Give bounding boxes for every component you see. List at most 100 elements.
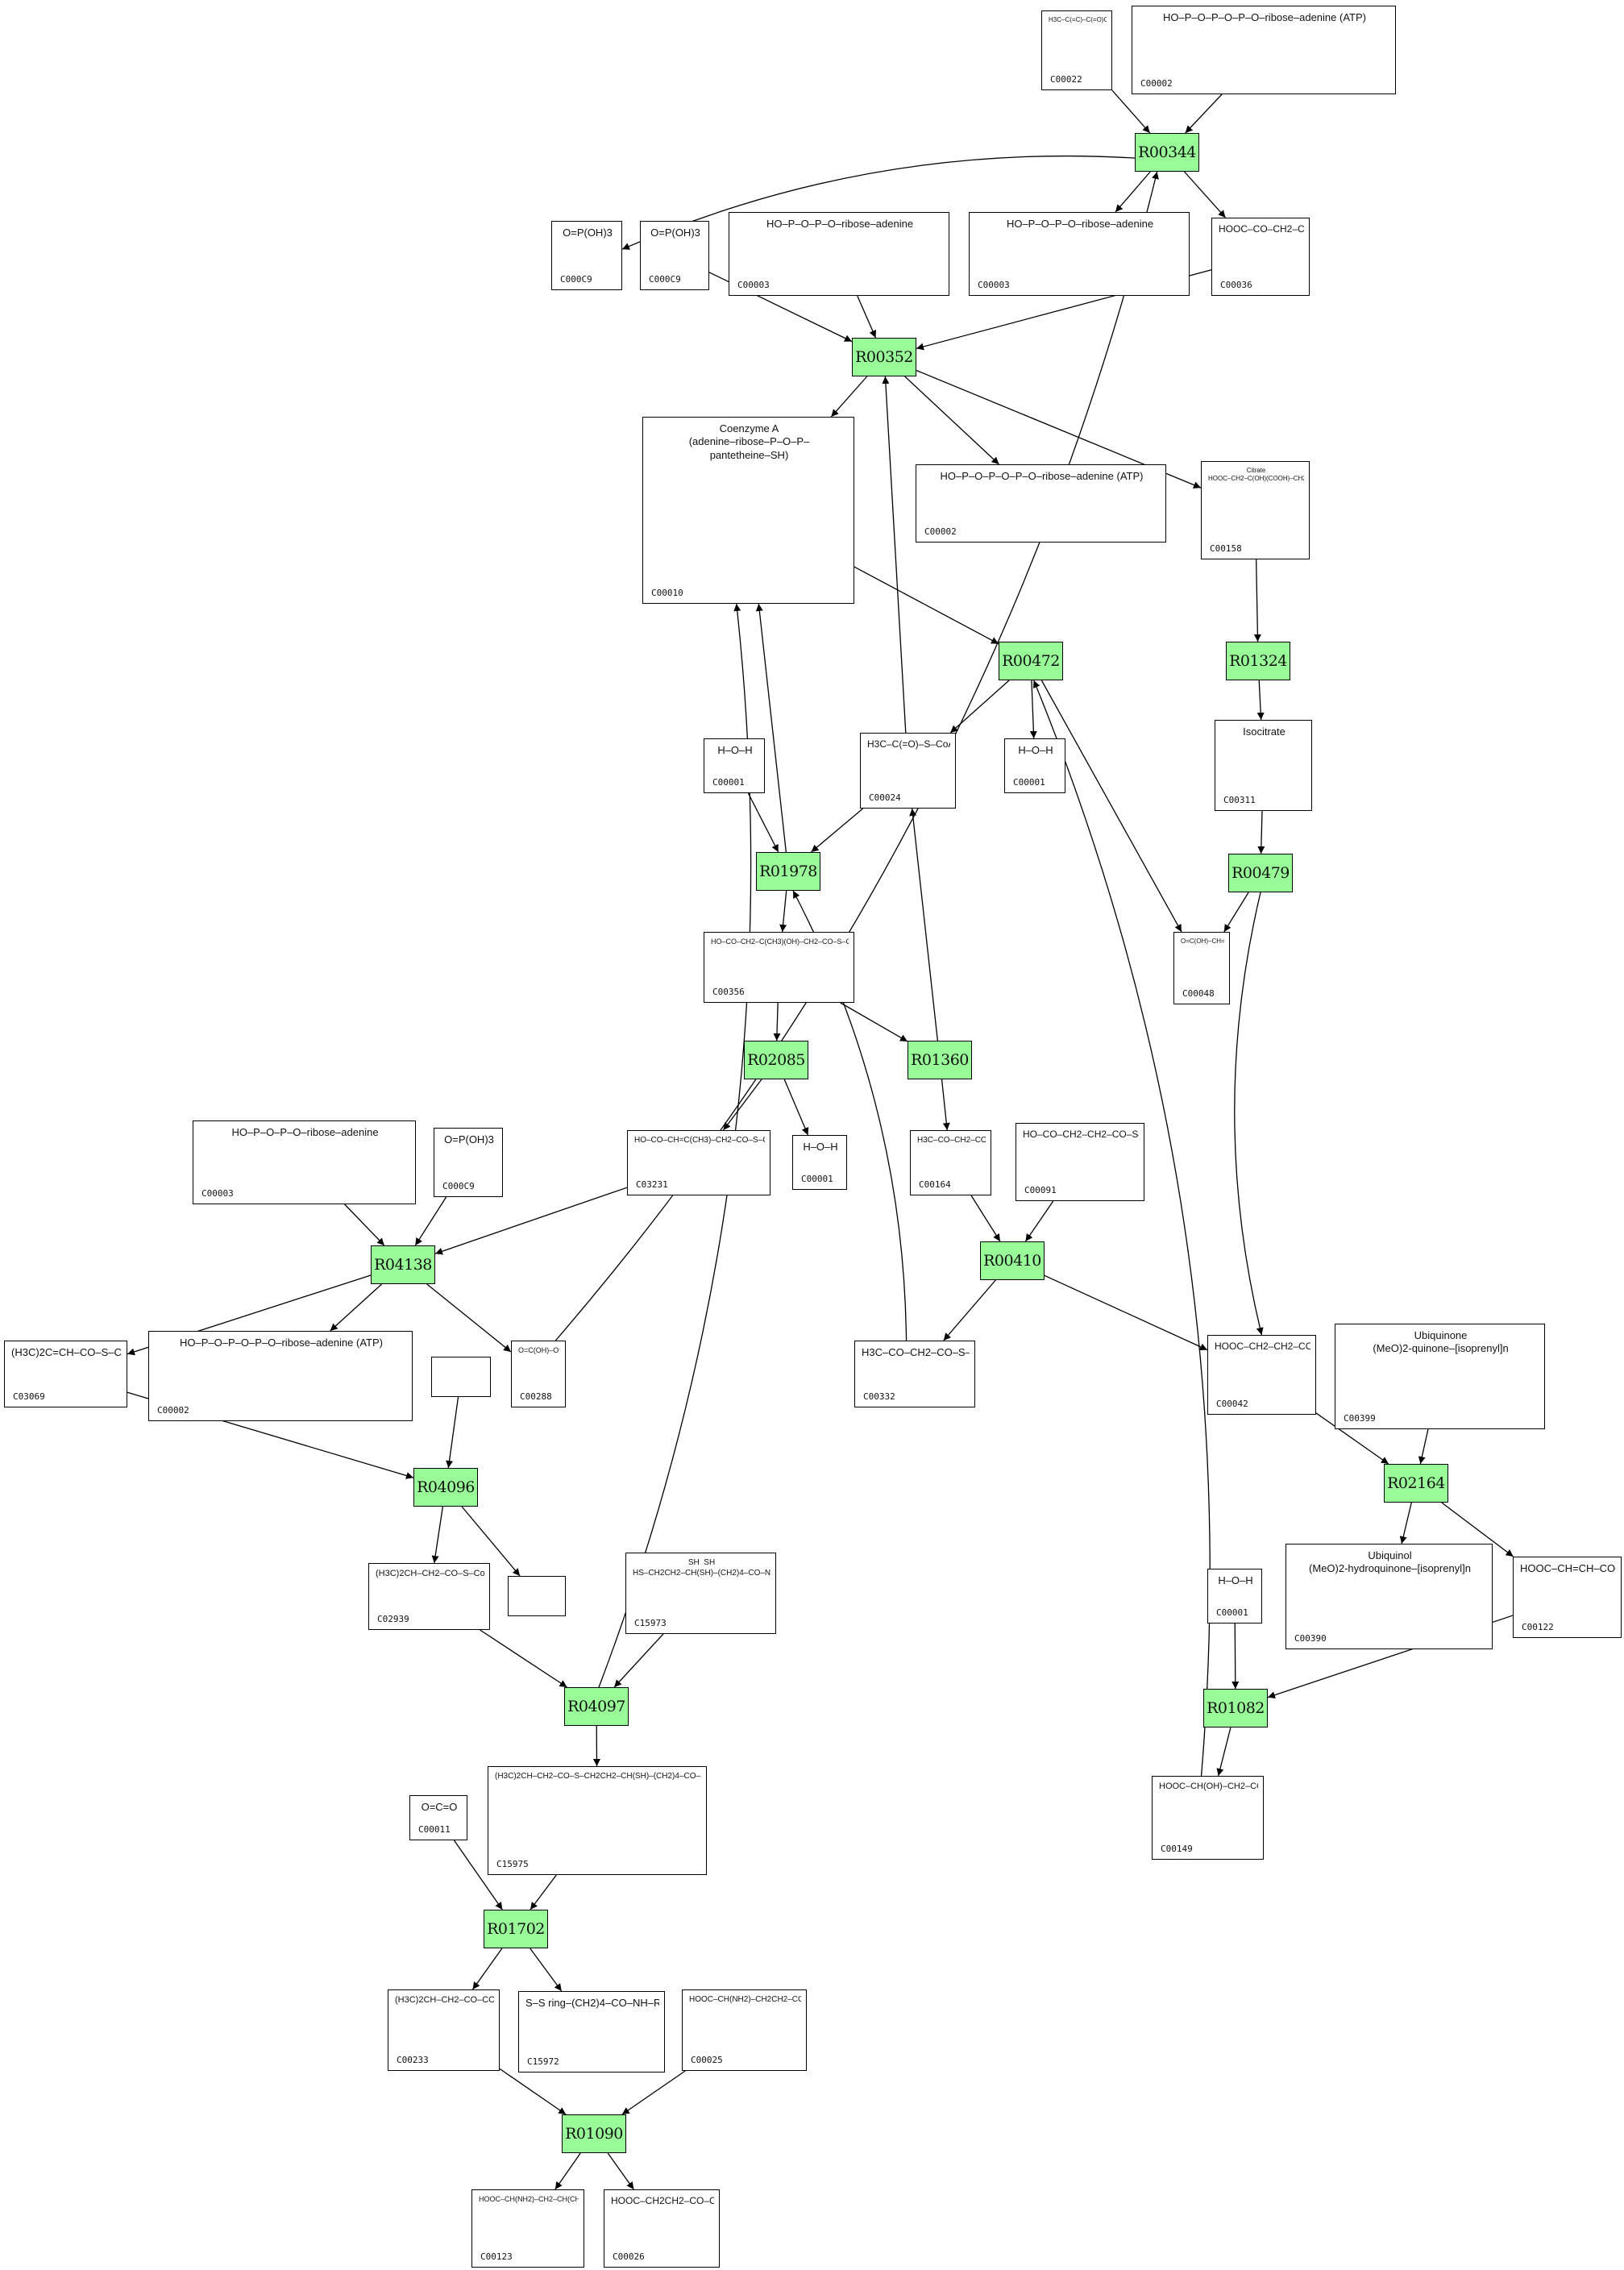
compound-id: C000C9 — [649, 274, 681, 285]
structure-depiction: H–O–H — [1218, 1574, 1253, 1586]
compound-c00002[interactable]: HO–P–O–P–O–P–O–ribose–adenine (ATP)C0000… — [916, 464, 1166, 543]
compound-c00164[interactable]: H3C–CO–CH2–COOHC00164 — [910, 1130, 991, 1195]
structure-depiction: HOOC–CH(OH)–CH2–COOH — [1159, 1781, 1258, 1791]
reaction-r01978[interactable]: R01978 — [756, 852, 820, 891]
compound-id: C03069 — [13, 1391, 45, 1402]
reaction-label: R04096 — [417, 1478, 475, 1496]
reaction-r04097[interactable]: R04097 — [564, 1687, 629, 1726]
edge-c00356-to-r02085 — [773, 1002, 781, 1041]
structure-depiction: HOOC–CH2CH2–CO–COOH — [611, 2195, 714, 2206]
edge-c00233-to-r01090 — [499, 2068, 567, 2115]
compound-id: C00001 — [712, 777, 745, 788]
compound-c00025[interactable]: HOOC–CH(NH2)–CH2CH2–COOHC00025 — [682, 1989, 807, 2071]
compound-c00149[interactable]: HOOC–CH(OH)–CH2–COOHC00149 — [1152, 1776, 1264, 1860]
reaction-r01090[interactable]: R01090 — [562, 2114, 626, 2153]
reaction-r00472[interactable]: R00472 — [999, 642, 1063, 680]
structure-depiction: H–O–H — [717, 744, 753, 756]
structure-depiction: H3C–C(=C)–C(=O)OH — [1049, 16, 1107, 23]
compound-id: C00158 — [1210, 543, 1242, 554]
reaction-r02164[interactable]: R02164 — [1384, 1464, 1448, 1503]
reaction-label: R00479 — [1231, 864, 1290, 882]
reaction-r01324[interactable]: R01324 — [1226, 642, 1290, 680]
structure-depiction: Isocitrate — [1243, 725, 1285, 738]
compound-c00036[interactable]: HOOC–CO–CH2–COOHC00036 — [1211, 218, 1310, 296]
compound-c00233[interactable]: (H3C)2CH–CH2–CO–COOHC00233 — [388, 1989, 500, 2071]
compound-id: C00164 — [919, 1179, 951, 1190]
edge-r00344-to-c00003b — [1115, 171, 1151, 213]
structure-depiction: O=C=O — [421, 1801, 458, 1813]
compound-c00122[interactable]: HOOC–CH=CH–COOHC00122 — [1513, 1557, 1622, 1638]
structure-depiction: Coenzyme A (adenine–ribose–P–O–P– pantet… — [688, 422, 810, 461]
compound-c00158[interactable]: Citrate HOOC–CH2–C(OH)(COOH)–CH2–COOH C00… — [1201, 461, 1310, 559]
compound-c03069[interactable]: (H3C)2C=CH–CO–S–CoAC03069 — [4, 1341, 127, 1407]
reaction-r00352[interactable]: R00352 — [852, 338, 916, 376]
compound-id: C02939 — [377, 1614, 409, 1624]
structure-depiction: O=C(OH)–O⁻ — [518, 1346, 560, 1354]
compound-c15973[interactable]: SH SH HS–CH2CH2–CH(SH)–(CH2)4–CO–NH–RC15… — [625, 1553, 776, 1634]
compound-c00002[interactable]: HO–P–O–P–O–P–O–ribose–adenine (ATP)C0000… — [148, 1331, 413, 1421]
edge-r00352-to-c00010 — [830, 376, 868, 418]
compound-id: C00026 — [613, 2251, 645, 2262]
reaction-r02085[interactable]: R02085 — [744, 1041, 808, 1079]
edge-c00164-to-r00410 — [970, 1195, 1001, 1242]
reaction-label: R01324 — [1229, 652, 1287, 670]
reaction-r01082[interactable]: R01082 — [1203, 1689, 1268, 1727]
reaction-label: R01978 — [759, 863, 817, 880]
reaction-r04138[interactable]: R04138 — [371, 1245, 435, 1284]
compound-id: C000C9 — [560, 274, 592, 285]
reaction-label: R00352 — [855, 348, 913, 366]
edge-r01978-to-c00356 — [779, 890, 787, 933]
compound-c00042[interactable]: HOOC–CH2–CH2–COOHC00042 — [1207, 1335, 1316, 1415]
compound-c00001[interactable]: H–O–H C00001 — [704, 738, 765, 793]
reaction-r00410[interactable]: R00410 — [980, 1241, 1045, 1280]
structure-depiction: Citrate HOOC–CH2–C(OH)(COOH)–CH2–COOH — [1208, 467, 1304, 482]
reaction-label: R01360 — [911, 1051, 969, 1069]
structure-depiction: HO–P–O–P–O–P–O–ribose–adenine (ATP) — [940, 470, 1144, 482]
reaction-r00479[interactable]: R00479 — [1228, 854, 1293, 892]
compound-id: C00002 — [157, 1405, 189, 1416]
edge-r00472-to-c00048 — [1040, 680, 1182, 933]
compound-id: C00390 — [1294, 1633, 1327, 1644]
compound-c00332[interactable]: H3C–CO–CH2–CO–S–CoAC00332 — [854, 1341, 975, 1407]
compound-c00002[interactable]: HO–P–O–P–O–P–O–ribose–adenine (ATP)C0000… — [1132, 6, 1396, 94]
structure-depiction: HOOC–CH2–CH2–COOH — [1215, 1341, 1310, 1352]
reaction-r04096[interactable]: R04096 — [413, 1468, 478, 1507]
edge-r00479-to-c00048 — [1223, 892, 1249, 933]
compound-empty[interactable] — [508, 1576, 566, 1616]
compound-c00288[interactable]: O=C(OH)–O⁻C00288 — [511, 1341, 566, 1407]
compound-c00091[interactable]: HO–CO–CH2–CH2–CO–S–CoAC00091 — [1016, 1123, 1144, 1201]
compound-c00026[interactable]: HOOC–CH2CH2–CO–COOH C00026 — [604, 2189, 720, 2268]
edge-r01090-to-c00123 — [554, 2152, 581, 2190]
edge-r01324-to-c00311 — [1256, 680, 1265, 721]
structure-depiction: HOOC–CH(NH2)–CH2CH2–COOH — [689, 1995, 801, 2004]
compound-c15975[interactable]: (H3C)2CH–CH2–CO–S–CH2CH2–CH(SH)–(CH2)4–C… — [488, 1766, 707, 1875]
compound-c00390[interactable]: Ubiquinol (MeO)2-hydroquinone–[isoprenyl… — [1285, 1544, 1493, 1649]
compound-c00010[interactable]: Coenzyme A (adenine–ribose–P–O–P– pantet… — [642, 417, 854, 604]
compound-empty[interactable] — [431, 1357, 491, 1397]
compound-c00048[interactable]: O=C(OH)–CH=OC00048 — [1173, 932, 1230, 1004]
compound-id: C00311 — [1223, 795, 1256, 805]
edge-r04138-to-c00002c — [330, 1283, 383, 1332]
compound-c00022[interactable]: H3C–C(=C)–C(=O)OHC00022 — [1041, 10, 1112, 90]
reaction-r01702[interactable]: R01702 — [484, 1910, 548, 1948]
reaction-r01360[interactable]: R01360 — [908, 1041, 972, 1079]
compound-c00123[interactable]: HOOC–CH(NH2)–CH2–CH(CH3)2C00123 — [471, 2189, 584, 2268]
reaction-r00344[interactable]: R00344 — [1135, 133, 1199, 172]
